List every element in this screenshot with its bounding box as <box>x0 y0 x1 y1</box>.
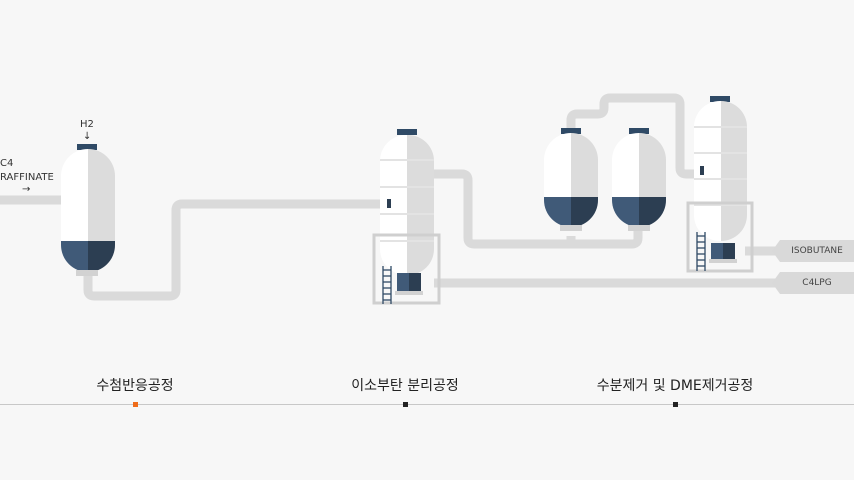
drum1-cap <box>561 128 581 134</box>
drum1-base <box>560 225 582 231</box>
column3-ladder <box>696 232 706 271</box>
hydrogenation-reactor <box>61 144 115 276</box>
c4lpg-tag-shape <box>772 272 854 294</box>
dryer-drum-1 <box>544 128 598 231</box>
separator-cap <box>397 129 417 135</box>
isobutane-separator <box>372 129 441 305</box>
step-marker-water-dme-removal[interactable] <box>673 402 678 407</box>
drum2-liquid <box>612 197 639 227</box>
step-hydrogenation[interactable]: 수첨반응공정 <box>96 378 174 394</box>
separator-ladder <box>382 266 392 304</box>
reactor-liquid <box>61 241 88 272</box>
drum-to-column-pipe <box>566 93 696 179</box>
step-marker-hydrogenation[interactable] <box>133 402 138 407</box>
hydrogen-label: H2 <box>80 119 94 130</box>
separator-to-drum-pipe <box>432 169 643 249</box>
feed-label-c4: C4 <box>0 158 14 169</box>
step-water-dme-removal[interactable]: 수분제거 및 DME제거공정 <box>596 378 754 394</box>
step-marker-isobutane-separation[interactable] <box>403 402 408 407</box>
column3-frame <box>686 201 754 273</box>
column3-cap <box>710 96 730 102</box>
drum2-base <box>628 225 650 231</box>
dme-removal-column <box>686 96 754 273</box>
isobutane-tag-shape <box>772 240 854 262</box>
step-timeline <box>0 404 854 405</box>
separator-window <box>387 199 391 208</box>
c4lpg-output-label: C4LPG <box>802 278 832 288</box>
isobutane-output-label: ISOBUTANE <box>791 246 843 256</box>
hydrogen-arrow-icon: ↓ <box>83 131 92 142</box>
drum1-liquid <box>544 197 571 227</box>
output-tags <box>772 240 854 294</box>
dryer-drum-2 <box>612 128 666 231</box>
feed-label-raffinate: RAFFINATE <box>0 172 54 183</box>
reactor-cap <box>77 144 97 150</box>
drum2-cap <box>629 128 649 134</box>
separator-frame <box>372 233 441 305</box>
feed-arrow-icon: → <box>22 184 31 195</box>
reactor-to-separator-pipe <box>83 199 382 301</box>
reactor-base <box>76 270 98 276</box>
step-isobutane-separation[interactable]: 이소부탄 분리공정 <box>351 378 459 394</box>
column3-window <box>700 166 704 175</box>
